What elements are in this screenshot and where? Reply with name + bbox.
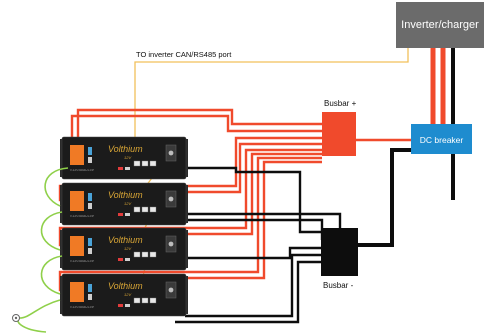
battery-comm-port [141,206,149,213]
inverter-positive-leads [430,48,446,124]
battery-switch-icon [88,157,92,163]
battery-comm-port [149,160,157,167]
ground-wire-4 [17,299,61,333]
battery-comm-port [149,297,157,304]
battery-body [61,182,187,226]
battery-negative-bolt [168,150,174,156]
battery-switch-icon [88,248,92,254]
battery-led-red [118,213,123,216]
battery-indicator-icon [88,147,92,155]
battery-negative-bolt [168,241,174,247]
battery-negative-bolt [168,287,174,293]
battery-positive-terminal [70,145,84,165]
battery-switch-icon [88,203,92,209]
busbar-positive: Busbar + [322,99,357,156]
busbar-negative: Busbar - [321,228,358,290]
battery-led-red [118,167,123,170]
neg-cable-3 [180,246,322,260]
battery-negative-bolt [168,196,174,202]
dc-breaker: DC breaker [411,124,472,154]
battery-led-white [125,304,130,307]
battery-serial: V-12V100AH-LFP [70,305,94,309]
battery-serial: V-12V100AH-LFP [70,214,94,218]
battery-comm-port [133,160,141,167]
neg-cable-1 [180,166,322,234]
battery-comm-port [133,297,141,304]
battery-stack: Volthium12VV-12V100AH-LFPVolthium12VV-12… [60,136,188,317]
busbar-negative-label: Busbar - [323,281,354,290]
battery-comm-port [149,206,157,213]
battery-positive-terminal [70,191,84,211]
battery-body [61,227,187,271]
battery-model: 12V [124,246,131,251]
battery-body [61,273,187,317]
battery-model: 12V [124,292,131,297]
battery-switch-icon [88,294,92,300]
battery-positive-terminal [70,236,84,256]
dc-breaker-label: DC breaker [420,135,464,145]
ground-wire-3 [40,255,63,295]
battery-comm-port [141,297,149,304]
neg-cable-4 [175,260,322,324]
battery-body [61,136,187,180]
neg-cable-5 [185,253,322,318]
battery-comm-port [141,251,149,258]
busbar-positive-block [322,112,356,156]
neg-cable-2 [180,212,342,228]
battery-led-white [125,258,130,261]
pos-cable-1 [76,108,322,150]
pos-cable-2 [70,114,322,150]
comm-cable-line [134,48,409,151]
battery-indicator-icon [88,193,92,201]
battery-comm-port [149,251,157,258]
battery-brand: Volthium [108,235,143,245]
battery-model: 12V [124,201,131,206]
battery-model: 12V [124,155,131,160]
inverter-label: Inverter/charger [401,19,479,31]
battery-comm-port [141,160,149,167]
busbar-negative-block [321,228,358,276]
inverter-box [396,2,484,48]
ground-wire-1 [44,167,69,207]
inverter-charger: Inverter/charger [396,2,484,48]
battery-indicator-icon [88,284,92,292]
battery-positive-terminal [70,282,84,302]
ground-terminal-icon [12,314,20,322]
battery-brand: Volthium [108,281,143,291]
battery-led-white [125,167,130,170]
battery-indicator-icon [88,238,92,246]
ground-wire-2 [40,211,63,251]
neg-busbar-to-inverter [356,148,414,247]
battery-serial: V-12V100AH-LFP [70,259,94,263]
battery-comm-port [133,251,141,258]
busbar-positive-label: Busbar + [324,99,357,108]
battery-brand: Volthium [108,190,143,200]
dc-breaker-box [411,124,472,154]
battery-brand: Volthium [108,144,143,154]
battery-led-white [125,213,130,216]
battery-led-red [118,304,123,307]
battery-comm-port [133,206,141,213]
battery-led-red [118,258,123,261]
comm-label: TO inverter CAN/RS485 port [136,50,232,59]
battery-serial: V-12V100AH-LFP [70,168,94,172]
